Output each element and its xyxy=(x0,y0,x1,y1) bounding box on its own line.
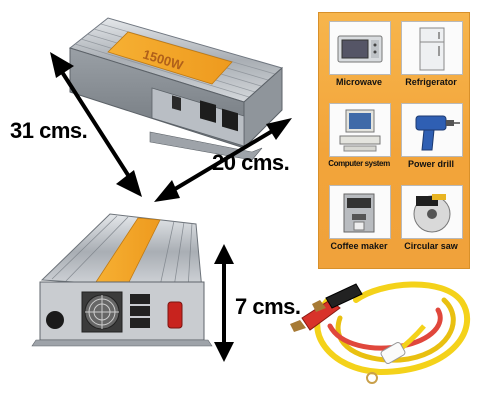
circular-saw-icon xyxy=(413,194,451,233)
appliance-label: Coffee maker xyxy=(330,241,388,251)
microwave-icon xyxy=(337,35,383,63)
power-drill-icon xyxy=(415,115,460,151)
appliance-label: Power drill xyxy=(407,159,454,169)
width-dimension-label: 20 cms. xyxy=(212,150,290,175)
appliance-label: Refrigerator xyxy=(405,77,457,87)
coffee-maker-icon xyxy=(343,193,375,233)
appliance-label: Microwave xyxy=(335,77,383,87)
length-dimension-label: 31 cms. xyxy=(10,118,88,143)
refrigerator-icon xyxy=(419,27,445,71)
appliance-label: Circular saw xyxy=(404,241,458,251)
appliance-compatibility-panel: Microwave Refrigerator Computer system xyxy=(318,12,470,269)
appliance-label: Computer system xyxy=(328,159,390,168)
computer-icon xyxy=(339,109,381,152)
height-dimension-label: 7 cms. xyxy=(235,294,301,319)
